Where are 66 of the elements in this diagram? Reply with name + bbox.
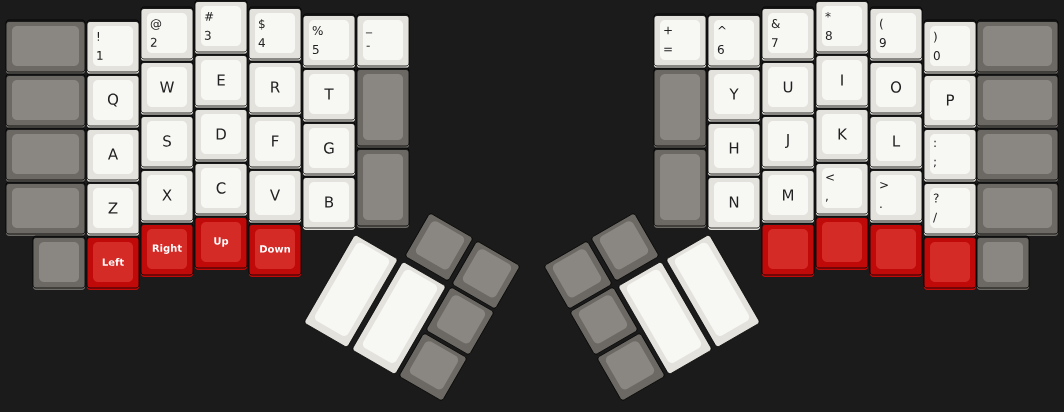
- key: [5, 127, 86, 182]
- key: [761, 222, 815, 277]
- key: [976, 73, 1059, 128]
- key: L: [869, 114, 923, 169]
- key: [5, 181, 86, 236]
- key: Y: [707, 67, 761, 122]
- key: [399, 333, 467, 401]
- key: [976, 181, 1059, 236]
- key: K: [815, 107, 869, 162]
- key: D: [194, 107, 248, 162]
- key: ? /: [923, 181, 977, 236]
- key: [653, 147, 707, 228]
- key: @ 2: [140, 6, 194, 61]
- key: [976, 19, 1059, 74]
- key: [356, 147, 410, 228]
- key: [597, 333, 665, 401]
- key: [653, 67, 707, 148]
- key: ( 9: [869, 6, 923, 61]
- key: N: [707, 175, 761, 230]
- key: : ;: [923, 127, 977, 182]
- key: & 7: [761, 6, 815, 61]
- key: [356, 67, 410, 148]
- key: < ,: [815, 161, 869, 216]
- key: _ -: [356, 13, 410, 68]
- key: Up: [194, 215, 248, 270]
- key: ! 1: [86, 19, 140, 74]
- key: * 8: [815, 0, 869, 54]
- key: $ 4: [248, 6, 302, 61]
- key: % 5: [302, 13, 356, 68]
- key: F: [248, 114, 302, 169]
- key: [5, 19, 86, 74]
- key: H: [707, 121, 761, 176]
- key: E: [194, 53, 248, 108]
- key: X: [140, 168, 194, 223]
- key: [869, 222, 923, 277]
- key: [815, 215, 869, 270]
- key: ) 0: [923, 19, 977, 74]
- key: G: [302, 121, 356, 176]
- key: B: [302, 175, 356, 230]
- key: T: [302, 67, 356, 122]
- key: S: [140, 114, 194, 169]
- key: R: [248, 60, 302, 115]
- key: Down: [248, 222, 302, 277]
- key: [976, 127, 1059, 182]
- key: [923, 235, 977, 290]
- key: J: [761, 114, 815, 169]
- key: A: [86, 127, 140, 182]
- key: Left: [86, 235, 140, 290]
- key: O: [869, 60, 923, 115]
- key: Right: [140, 222, 194, 277]
- key: Q: [86, 73, 140, 128]
- key: P: [923, 73, 977, 128]
- key: W: [140, 60, 194, 115]
- key: [5, 73, 86, 128]
- key: U: [761, 60, 815, 115]
- key: > .: [869, 168, 923, 223]
- key: [32, 235, 86, 290]
- key: [976, 235, 1030, 290]
- key: M: [761, 168, 815, 223]
- key: + =: [653, 13, 707, 68]
- key: C: [194, 161, 248, 216]
- key: I: [815, 53, 869, 108]
- key: # 3: [194, 0, 248, 54]
- key: ^ 6: [707, 13, 761, 68]
- key: Z: [86, 181, 140, 236]
- key: V: [248, 168, 302, 223]
